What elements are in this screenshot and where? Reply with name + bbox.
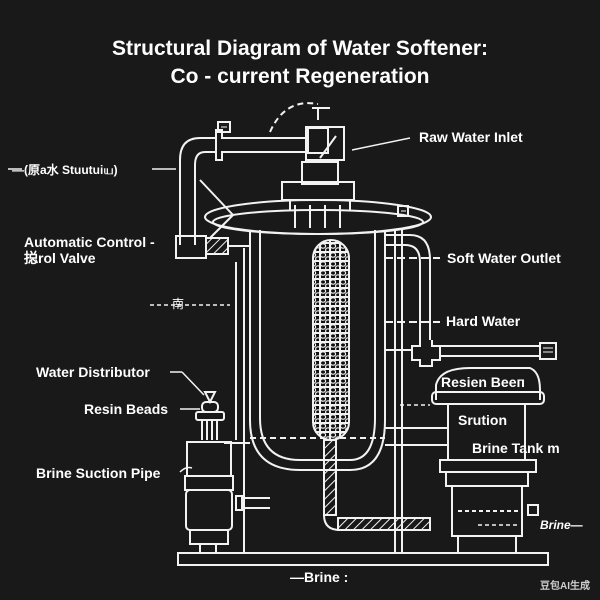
control-valve-head [269, 102, 355, 228]
label-brine-tank: Brine Tank m [472, 440, 560, 456]
label-hard-water: Hard Water [446, 313, 521, 329]
label-solution: Srution [458, 412, 507, 428]
label-structure: —(原a水 Stuutuiய) [12, 163, 118, 177]
leader-lines [8, 137, 520, 526]
brine-tank [385, 367, 545, 553]
resin-bead-column [312, 239, 431, 531]
label-resin-beads: Resin Beads [84, 401, 169, 417]
title-line-1: Structural Diagram of Water Softener: [111, 37, 489, 60]
label-resin-bed: Resien Beeᴨ [441, 374, 525, 390]
label-brine-right: Brine— [540, 518, 583, 532]
label-mark-left: 南 [172, 297, 185, 311]
brine-valve-assembly [184, 248, 270, 553]
automatic-control-valve [175, 179, 250, 259]
label-automatic-control-1: Automatic Control - [24, 234, 155, 250]
hard-water-fitting [385, 340, 557, 367]
label-brine-suction-pipe: Brine Suction Pipe [36, 465, 161, 481]
label-soft-water-outlet: Soft Water Outlet [447, 250, 561, 266]
label-brine-bottom: —Brine : [290, 569, 349, 585]
label-raw-water-inlet: Raw Water Inlet [419, 129, 523, 145]
inlet-pipe [179, 121, 306, 245]
label-automatic-control-2: 搃rol Valve [24, 250, 96, 266]
base-plate [177, 552, 549, 566]
label-water-distributor: Water Distributor [36, 364, 150, 380]
watermark: 豆包AI生成 [540, 581, 590, 592]
title-line-2: Co - current Regeneration [170, 65, 430, 88]
soft-water-outlet-pipe [385, 205, 440, 553]
